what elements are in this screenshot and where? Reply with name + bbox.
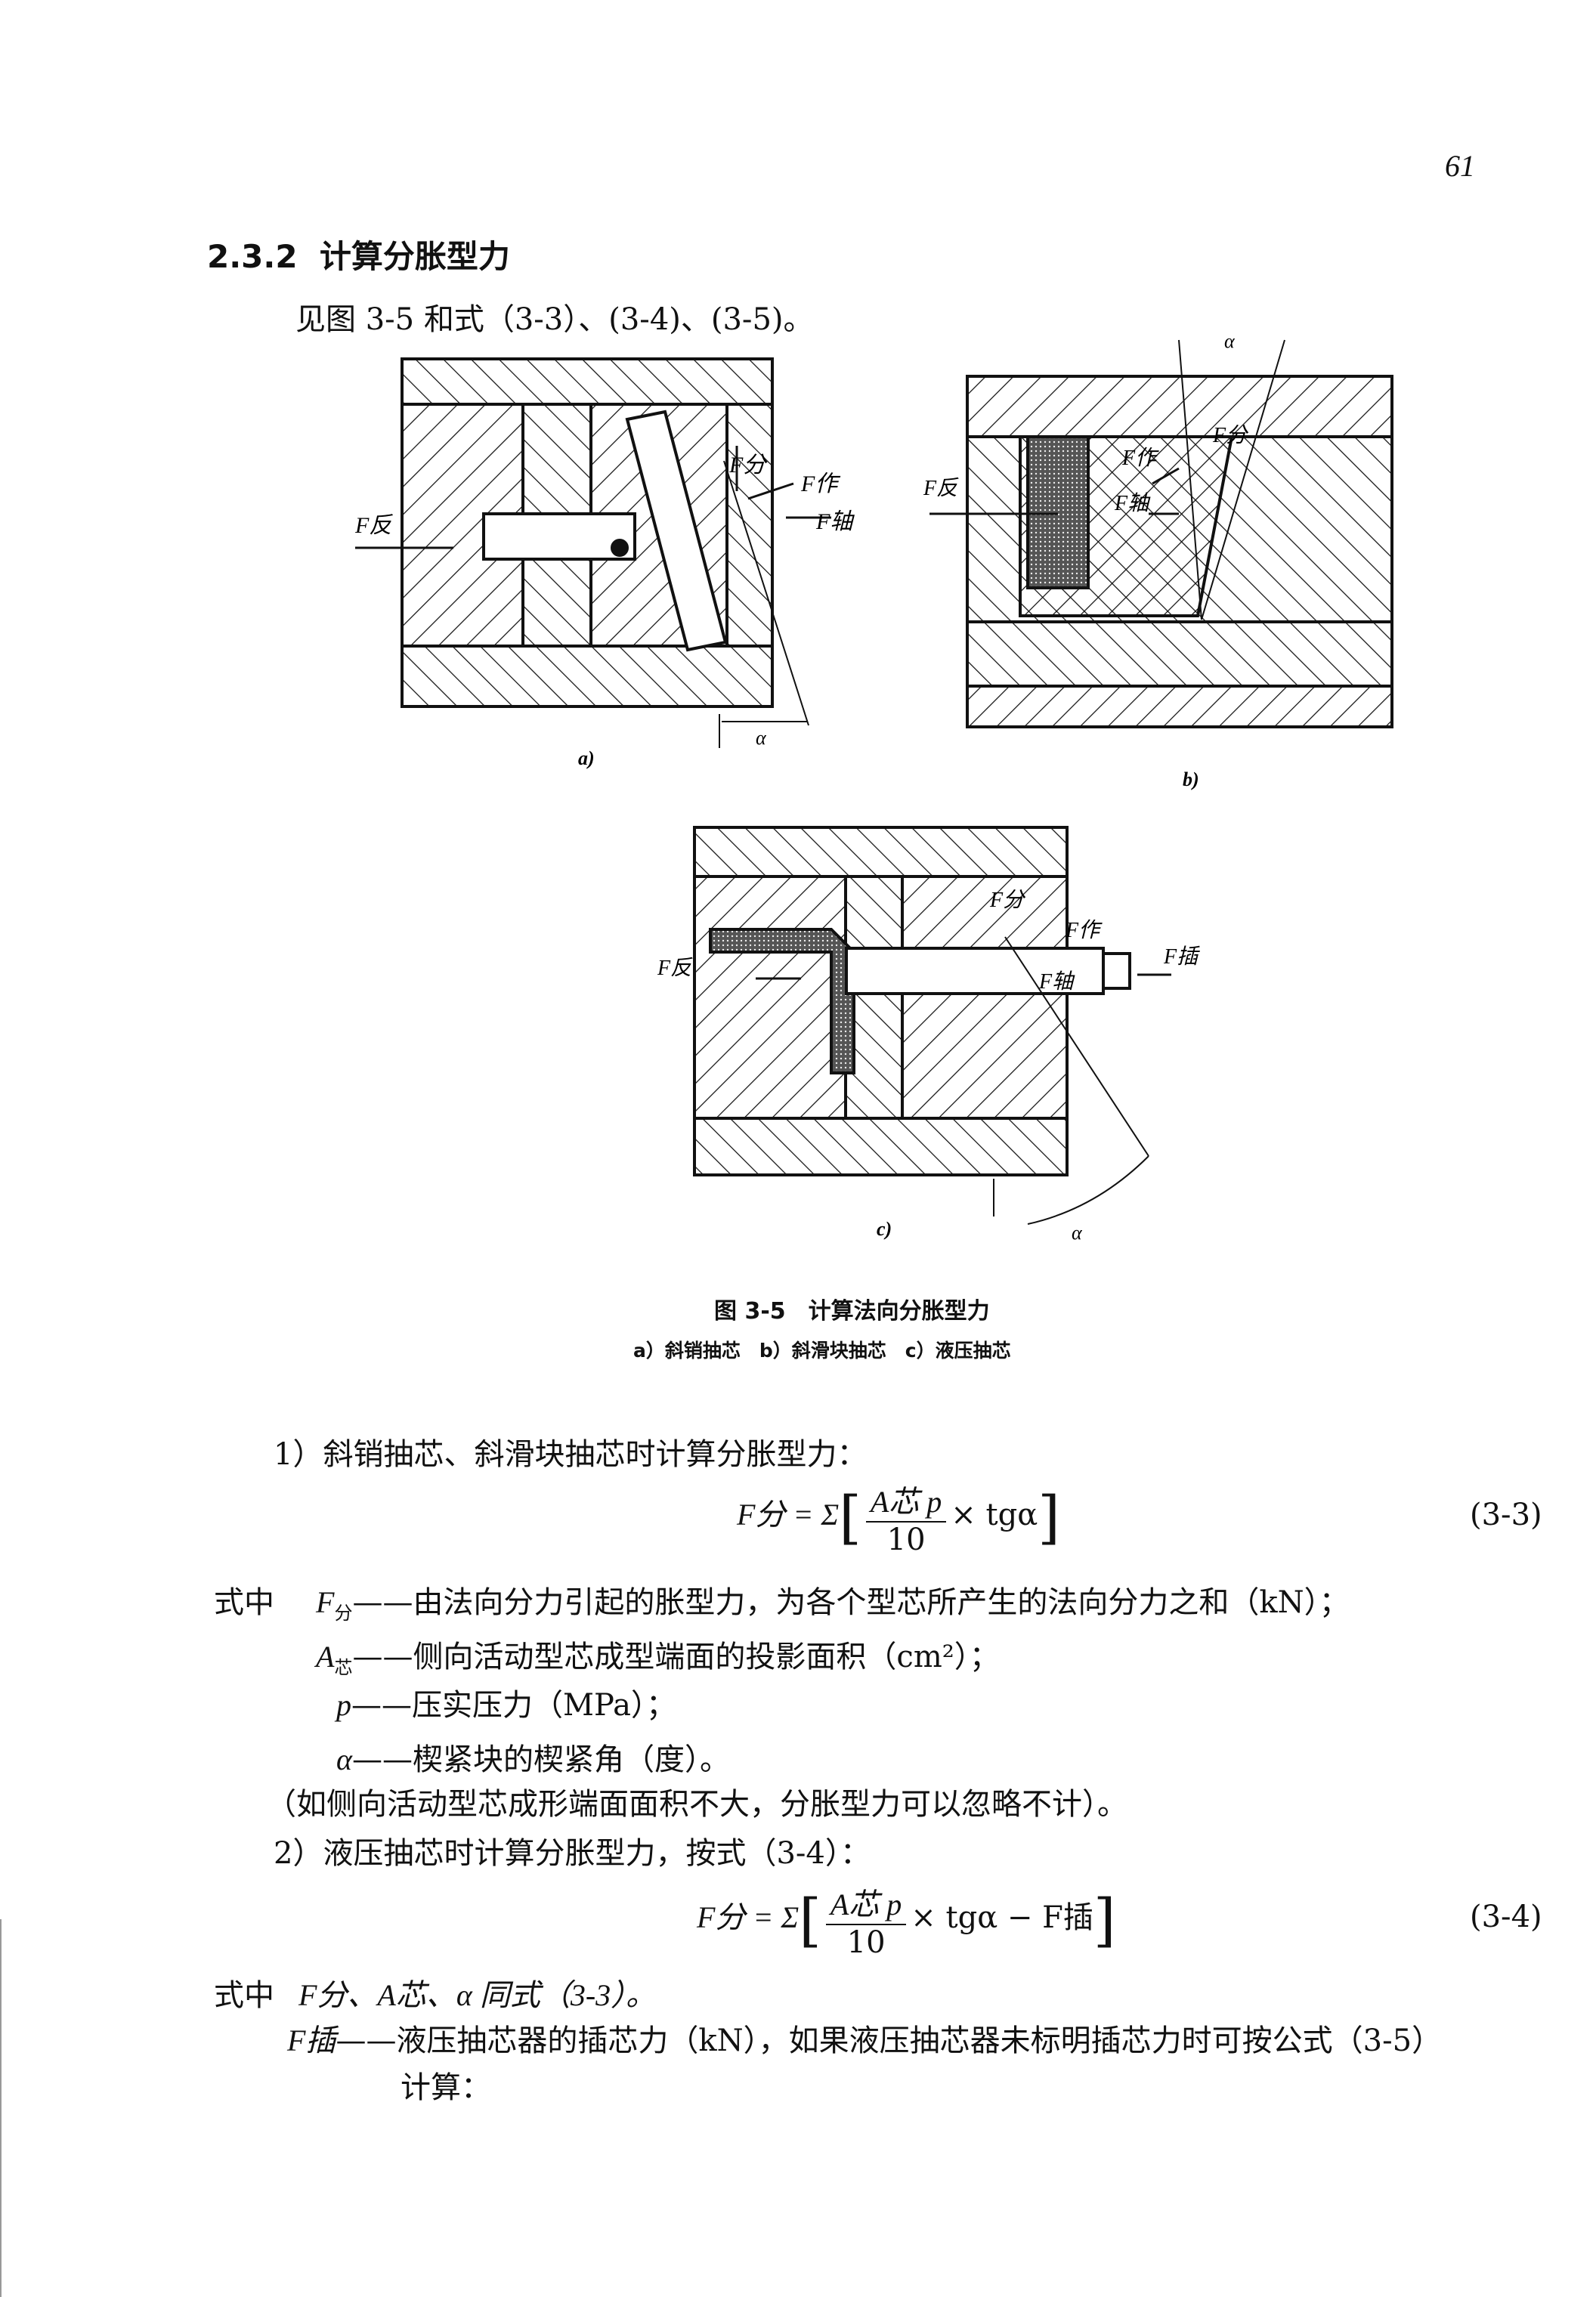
def-p: p——压实压力（MPa）； xyxy=(336,1688,676,1723)
eq34-numerator: A芯 p xyxy=(825,1880,907,1925)
section-title: 计算分胀型力 xyxy=(319,238,510,275)
label-f-zuo-a: F作 xyxy=(800,471,840,496)
eq34-lhs: F分 = Σ xyxy=(697,1900,800,1934)
eq33-lhs: F分 = Σ xyxy=(737,1498,840,1532)
label-f-zuo-b: F作 xyxy=(1121,447,1159,470)
intro-text: 见图 3-5 和式（3-3）、(3-4)、(3-5)。 xyxy=(295,302,814,337)
figure-3-5: F反 F分 F作 F轴 α a) α F反 F作 F分 F轴 b) F反 xyxy=(354,330,1393,1244)
label-f-fan-c: F反 xyxy=(657,957,693,980)
panel-a-drawing xyxy=(355,357,831,748)
label-f-fen-b: F分 xyxy=(1212,424,1249,447)
label-f-fan-a: F反 xyxy=(354,513,393,538)
label-f-cha-c: F插 xyxy=(1163,945,1200,969)
label-f-zhou-c: F轴 xyxy=(1038,970,1075,994)
def-f-cha-cont: 计算： xyxy=(401,2070,491,2105)
eq33-numerator: A芯 p xyxy=(865,1477,947,1523)
where2-same: F分、A芯、α 同式（3-3）。 xyxy=(298,1978,657,2012)
eq34-tail: × tgα − F插 xyxy=(911,1900,1093,1935)
page-number: 61 xyxy=(1445,149,1475,183)
eq33-tail: × tgα xyxy=(951,1498,1038,1532)
panel-b-drawing xyxy=(929,339,1393,728)
label-f-fen-c: F分 xyxy=(989,889,1026,912)
where1-lead: 式中 xyxy=(214,1585,274,1620)
label-f-zuo-c: F作 xyxy=(1065,919,1103,942)
label-alpha-b: α xyxy=(1224,330,1236,352)
where2-lead: 式中 xyxy=(214,1978,274,2013)
panel-label-c: c) xyxy=(877,1218,892,1240)
label-f-fan-b: F反 xyxy=(923,477,959,500)
item-1: 1）斜销抽芯、斜滑块抽芯时计算分胀型力： xyxy=(274,1437,868,1472)
panel-label-a: a) xyxy=(578,747,595,769)
label-alpha-c: α xyxy=(1072,1222,1083,1244)
eq33-denominator: 10 xyxy=(886,1523,926,1557)
label-f-zhou-b: F轴 xyxy=(1114,492,1151,515)
figure-subcaption: a）斜销抽芯 b）斜滑块抽芯 c）液压抽芯 xyxy=(633,1340,1011,1362)
def-f-fen: F分——由法向分力引起的胀型力，为各个型芯所产生的法向分力之和（kN）； xyxy=(316,1585,1350,1624)
note: （如侧向活动型芯成形端面面积不大，分胀型力可以忽略不计）。 xyxy=(266,1787,1127,1822)
page-edge xyxy=(0,1919,2,2297)
def-f-cha: F插——液压抽芯器的插芯力（kN），如果液压抽芯器未标明插芯力时可按公式（3-5… xyxy=(287,2023,1443,2058)
label-alpha-a: α xyxy=(756,727,767,749)
item-2: 2）液压抽芯时计算分胀型力，按式（3-4）： xyxy=(274,1836,871,1871)
panel-c-drawing xyxy=(693,826,1171,1225)
eq34-number: (3-4) xyxy=(1470,1900,1542,1934)
eq34-denominator: 10 xyxy=(846,1925,886,1960)
eq33-number: (3-3) xyxy=(1470,1498,1542,1532)
label-f-zhou-a: F轴 xyxy=(815,509,855,534)
figure-caption: 图 3-5 计算法向分胀型力 xyxy=(714,1298,990,1325)
def-alpha: α——楔紧块的楔紧角（度）。 xyxy=(336,1742,730,1777)
panel-label-b: b) xyxy=(1183,768,1199,790)
def-a-xin: A芯——侧向活动型芯成型端面的投影面积（cm²）； xyxy=(316,1640,1000,1678)
section-heading: 2.3.2 计算分胀型力 xyxy=(207,231,510,277)
label-f-fen-a: F分 xyxy=(728,453,768,478)
section-number: 2.3.2 xyxy=(207,238,298,275)
